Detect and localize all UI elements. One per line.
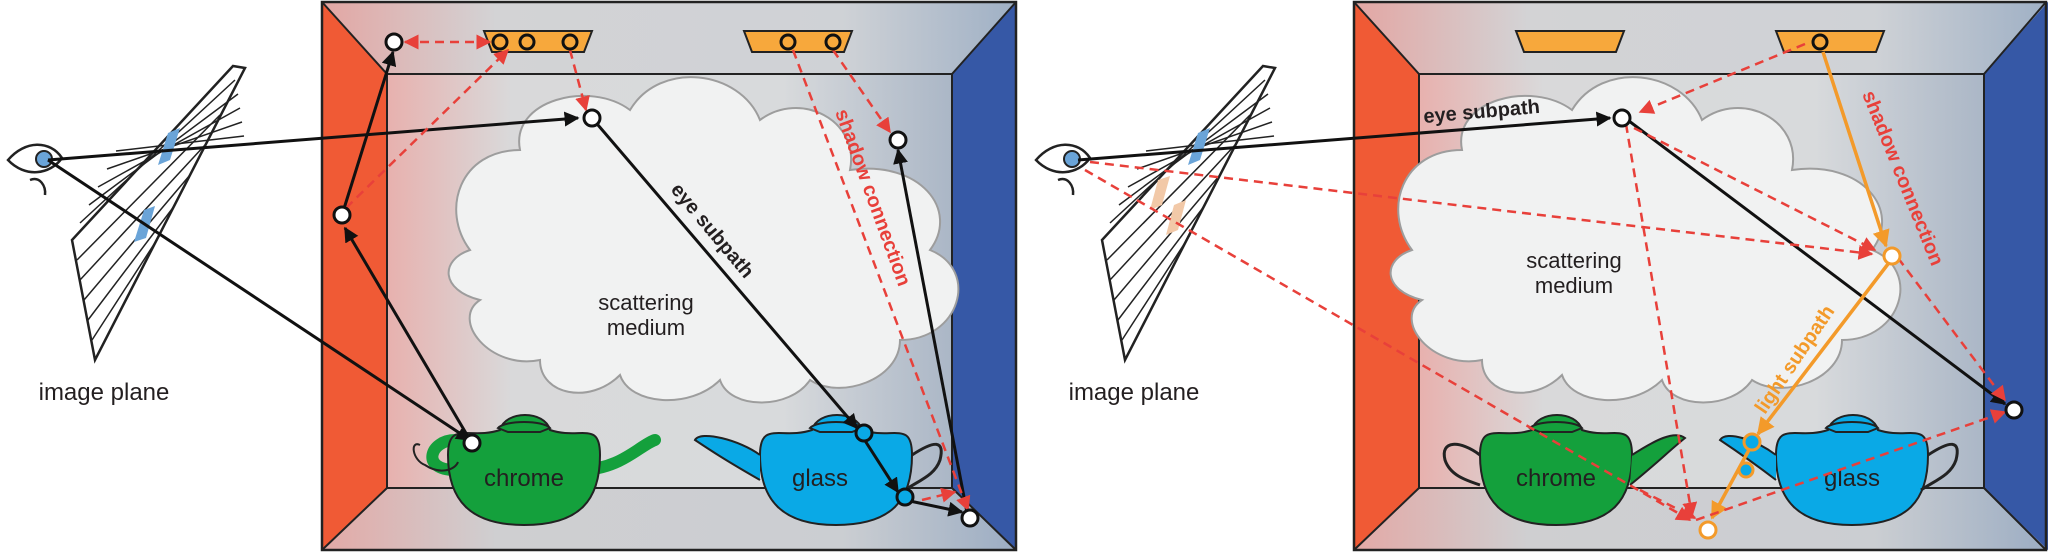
eye-path-left xyxy=(47,50,970,519)
teapot-label-chrome: chrome xyxy=(1516,465,1596,492)
chrome-teapot: chrome xyxy=(412,414,661,527)
path-vertices-right xyxy=(1612,33,2024,540)
glass-teapot: glass xyxy=(1718,414,1959,527)
light-fixture-right xyxy=(742,30,854,53)
shadow-connections-left xyxy=(345,34,971,512)
chrome-teapot: chrome xyxy=(1442,414,1687,527)
image-plane xyxy=(70,64,247,364)
scattering-medium-cloud xyxy=(447,76,960,404)
medium-label-line2: medium xyxy=(1535,273,1613,298)
ceiling xyxy=(1354,2,2048,74)
right-wall xyxy=(1984,2,2048,550)
medium-label-line1: scattering xyxy=(1526,248,1621,273)
path-vertices-left xyxy=(332,32,980,528)
ceiling xyxy=(322,2,1016,74)
medium-label-line2: medium xyxy=(607,315,685,340)
light-fixture-right xyxy=(1774,30,1886,53)
image-plane-label: image plane xyxy=(1069,379,1200,406)
medium-label-line1: scattering xyxy=(598,290,693,315)
teapot-label-glass: glass xyxy=(792,465,848,492)
eye-icon xyxy=(1034,143,1092,196)
left-wall xyxy=(1354,2,1419,550)
right-panel: scattering medium chrome glass xyxy=(1034,0,2048,552)
light-fixture-left xyxy=(1514,30,1626,53)
left-panel: scattering medium chrome glass xyxy=(6,0,1018,552)
right-wall xyxy=(952,2,1016,550)
image-plane xyxy=(1100,64,1277,364)
eye-icon xyxy=(6,143,64,196)
scattering-medium-cloud xyxy=(1389,76,1902,404)
image-plane-label: image plane xyxy=(39,379,170,406)
eye-path-right xyxy=(1077,111,2007,406)
teapot-label-glass: glass xyxy=(1824,465,1880,492)
shadow-connections-right xyxy=(1084,42,2007,522)
teapot-label-chrome: chrome xyxy=(484,465,564,492)
light-path-right xyxy=(1710,51,1890,520)
left-wall xyxy=(322,2,387,550)
